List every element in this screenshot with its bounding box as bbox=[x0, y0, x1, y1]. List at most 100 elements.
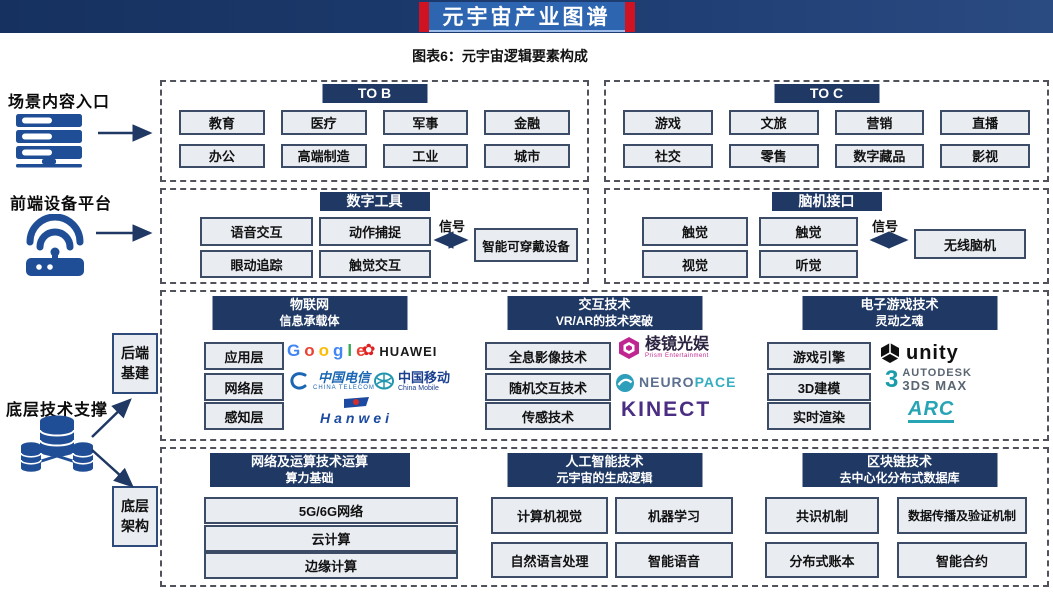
network-item: 边缘计算 bbox=[204, 552, 458, 579]
ai-column: 人工智能技术 元宇宙的生成逻辑 计算机视觉 机器学习 自然语言处理 智能语音 bbox=[457, 449, 752, 585]
game-tech-subtitle: 灵动之魂 bbox=[875, 313, 924, 328]
ai-item: 机器学习 bbox=[615, 497, 733, 534]
to-c-grid: 游戏 文旅 营销 直播 社交 零售 数字藏品 影视 bbox=[606, 106, 1047, 180]
neuropace-swirl-icon bbox=[616, 374, 634, 392]
blockchain-item: 智能合约 bbox=[897, 542, 1027, 578]
title-red-bar-left bbox=[418, 2, 429, 32]
to-b-header: TO B bbox=[322, 84, 427, 103]
base-to-arch-arrow bbox=[91, 449, 134, 488]
to-b-item: 军事 bbox=[382, 110, 469, 135]
scene-entry-label: 场景内容入口 bbox=[8, 94, 111, 111]
to-b-grid: 教育 医疗 军事 金融 办公 高端制造 工业 城市 bbox=[162, 106, 587, 180]
autodesk-3dsmax-logo: 3 AUTODESK 3DS MAX bbox=[885, 366, 972, 394]
neuropace-logo: NEUROPACE bbox=[615, 373, 736, 393]
bci-section: 脑机接口 触觉 触觉 视觉 听觉 信号 无线脑机 bbox=[604, 188, 1049, 284]
to-b-item: 医疗 bbox=[280, 110, 367, 135]
signal-label: 信号 bbox=[872, 219, 899, 234]
to-c-section: TO C 游戏 文旅 营销 直播 社交 零售 数字藏品 影视 bbox=[604, 80, 1049, 182]
to-c-item: 直播 bbox=[940, 110, 1030, 135]
base-architecture-box: 底层架构 bbox=[112, 486, 158, 547]
interaction-item: 全息影像技术 bbox=[485, 342, 611, 370]
bci-item: 触觉 bbox=[759, 217, 858, 246]
interaction-header: 交互技术 VR/AR的技术突破 bbox=[507, 296, 702, 330]
blockchain-column: 区块链技术 去中心化分布式数据库 共识机制 数据传播及验证机制 分布式账本 智能… bbox=[752, 449, 1047, 585]
bci-item: 视觉 bbox=[642, 250, 748, 278]
ai-header: 人工智能技术 元宇宙的生成逻辑 bbox=[507, 453, 702, 487]
blockchain-header: 区块链技术 去中心化分布式数据库 bbox=[802, 453, 997, 487]
wireless-bci-box: 无线脑机 bbox=[914, 229, 1026, 259]
to-c-item: 社交 bbox=[623, 143, 713, 168]
to-b-item: 教育 bbox=[179, 110, 265, 135]
to-b-item: 城市 bbox=[484, 143, 570, 168]
network-header: 网络及运算技术运算 算力基础 bbox=[209, 453, 410, 487]
unity-cube-icon bbox=[880, 343, 900, 363]
ai-title: 人工智能技术 bbox=[565, 454, 644, 470]
server-rack-icon bbox=[16, 114, 82, 168]
ai-subtitle: 元宇宙的生成逻辑 bbox=[556, 470, 653, 485]
to-c-item: 影视 bbox=[940, 143, 1030, 168]
digital-tools-item: 眼动追踪 bbox=[200, 250, 313, 278]
game-tech-title: 电子游戏技术 bbox=[860, 297, 939, 313]
to-b-item: 办公 bbox=[179, 143, 265, 168]
digital-tools-section: 数字工具 语音交互 动作捕捉 眼动追踪 触觉交互 信号 智能可穿戴设备 bbox=[160, 188, 589, 284]
device-platform-label: 前端设备平台 bbox=[10, 196, 113, 213]
to-c-header: TO C bbox=[774, 84, 879, 103]
to-b-item: 高端制造 bbox=[280, 143, 367, 168]
base-tech-label: 底层技术支撑 bbox=[6, 402, 109, 419]
database-cluster-icon bbox=[20, 415, 94, 472]
to-c-item: 文旅 bbox=[728, 110, 819, 135]
to-b-section: TO B 教育 医疗 军事 金融 办公 高端制造 工业 城市 bbox=[160, 80, 589, 182]
bottom-tech-section: 网络及运算技术运算 算力基础 5G/6G网络 云计算 边缘计算 人工智能技术 元… bbox=[160, 447, 1049, 587]
to-c-item: 零售 bbox=[728, 143, 819, 168]
network-item: 5G/6G网络 bbox=[204, 497, 458, 524]
game-item: 实时渲染 bbox=[767, 402, 871, 430]
to-c-item: 游戏 bbox=[623, 110, 713, 135]
to-c-item: 营销 bbox=[834, 110, 925, 135]
to-c-item: 数字藏品 bbox=[834, 143, 925, 168]
network-item: 云计算 bbox=[204, 525, 458, 552]
to-b-item: 工业 bbox=[382, 143, 469, 168]
interaction-item: 随机交互技术 bbox=[485, 373, 611, 401]
ai-item: 自然语言处理 bbox=[491, 542, 608, 578]
prism-hexagon-icon bbox=[619, 337, 639, 359]
arc-logo: ARC bbox=[908, 399, 955, 423]
unity-logo: unity bbox=[878, 341, 959, 365]
page-title: 元宇宙产业图谱 bbox=[428, 2, 625, 32]
network-title: 网络及运算技术运算 bbox=[250, 454, 368, 470]
digital-tools-item: 触觉交互 bbox=[319, 250, 431, 278]
iot-title: 物联网 bbox=[289, 297, 329, 313]
bci-item: 触觉 bbox=[642, 217, 748, 246]
game-item: 3D建模 bbox=[767, 373, 871, 401]
iot-item: 感知层 bbox=[204, 402, 284, 430]
backend-infra-box: 后端基建 bbox=[112, 333, 158, 394]
bci-header: 脑机接口 bbox=[771, 192, 882, 211]
digital-tools-item: 语音交互 bbox=[200, 217, 313, 246]
kinect-logo: KINECT bbox=[621, 398, 712, 421]
ai-item: 智能语音 bbox=[615, 542, 733, 578]
to-b-item: 金融 bbox=[484, 110, 570, 135]
interaction-column: 交互技术 VR/AR的技术突破 全息影像技术 随机交互技术 传感技术 棱镜光娱 … bbox=[457, 292, 752, 439]
china-telecom-logo: 中国电信 CHINA TELECOM bbox=[289, 371, 375, 391]
game-tech-header: 电子游戏技术 灵动之魂 bbox=[802, 296, 997, 330]
china-mobile-icon bbox=[374, 372, 394, 390]
figure-caption: 图表6：元宇宙逻辑要素构成 bbox=[412, 48, 588, 64]
blockchain-subtitle: 去中心化分布式数据库 bbox=[839, 470, 960, 485]
wearable-device-box: 智能可穿戴设备 bbox=[474, 228, 578, 262]
top-banner: 元宇宙产业图谱 bbox=[0, 0, 1053, 33]
huawei-flower-icon: ✿ bbox=[362, 342, 376, 359]
game-tech-column: 电子游戏技术 灵动之魂 游戏引擎 3D建模 实时渲染 unity 3 AUTOD… bbox=[752, 292, 1047, 439]
blockchain-item: 分布式账本 bbox=[765, 542, 879, 578]
blockchain-item: 共识机制 bbox=[765, 497, 879, 534]
interaction-subtitle: VR/AR的技术突破 bbox=[555, 313, 654, 328]
title-frame: 元宇宙产业图谱 bbox=[418, 2, 635, 32]
ai-item: 计算机视觉 bbox=[491, 497, 608, 534]
network-column: 网络及运算技术运算 算力基础 5G/6G网络 云计算 边缘计算 bbox=[162, 449, 458, 585]
prism-entertainment-logo: 棱镜光娱 Prism Entertainment bbox=[617, 336, 709, 360]
china-telecom-icon bbox=[290, 372, 307, 390]
blockchain-item: 数据传播及验证机制 bbox=[897, 497, 1027, 534]
interaction-item: 传感技术 bbox=[485, 402, 611, 430]
interaction-title: 交互技术 bbox=[578, 297, 631, 313]
